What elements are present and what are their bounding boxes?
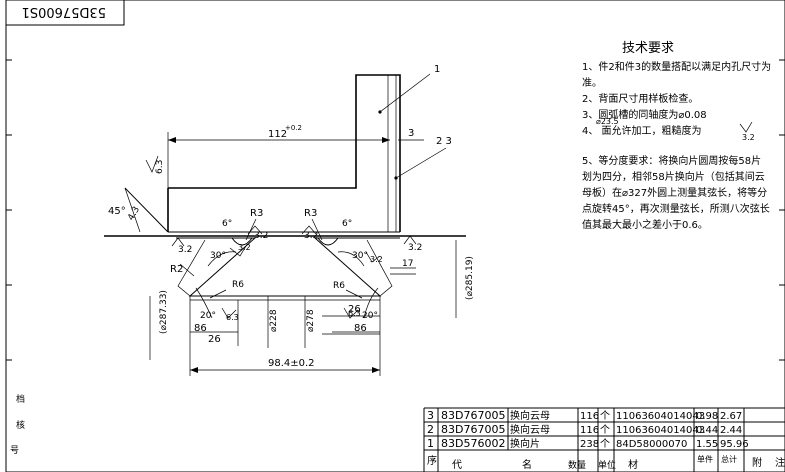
dim-112: 112 bbox=[268, 129, 287, 140]
tech-req-line-1: 1、件2和件3的数量搭配以满足内孔尺寸为 bbox=[582, 60, 771, 73]
ra-6-3-right: 6.3 bbox=[348, 309, 361, 318]
hdr-code: 代 bbox=[452, 459, 462, 471]
tech-req-line-5: 4、 面允许加工，粗糙度为 bbox=[582, 124, 702, 137]
row2-name: 换向云母 bbox=[510, 423, 550, 436]
angle-6-left: 6° bbox=[222, 219, 232, 229]
margin-label-1: 档 bbox=[16, 393, 25, 405]
row2-qty: 116 bbox=[580, 425, 599, 436]
dia-287-33: (⌀287.33) bbox=[159, 290, 169, 334]
tech-req-line-10: 值其最大最小之差小于0.6。 bbox=[582, 218, 708, 231]
drawing-border bbox=[5, 0, 785, 472]
row3-total-wt: 2.67 bbox=[720, 411, 742, 422]
row2-no: 2 bbox=[427, 423, 434, 436]
hdr-qty: 数量 bbox=[568, 459, 586, 471]
row3-unit-wt: 0.98 bbox=[696, 411, 718, 422]
tech-req-line-3: 2、背面尺寸用样板检查。 bbox=[582, 92, 698, 105]
title-block-box bbox=[5, 0, 125, 26]
hdr-no: 序 bbox=[427, 454, 437, 467]
row1-unit: 个 bbox=[600, 438, 610, 450]
row2-unit: 个 bbox=[600, 424, 610, 436]
ra-3-2-d: 3.2 bbox=[408, 243, 422, 253]
ra-3-2-f: 3.2 bbox=[370, 255, 383, 264]
leader-part-1 bbox=[379, 73, 431, 113]
angle-6-right: 6° bbox=[342, 219, 352, 229]
hdr-material: 材 bbox=[628, 458, 638, 471]
dim-26-left: 26 bbox=[208, 334, 221, 345]
row1-qty: 238 bbox=[580, 439, 599, 450]
parts-list-table bbox=[423, 407, 785, 472]
dim-overall: 98.4±0.2 bbox=[268, 358, 315, 369]
r3-right: R3 bbox=[304, 208, 317, 219]
row2-total-wt: 2.44 bbox=[720, 425, 742, 436]
dovetail-outline bbox=[176, 237, 400, 297]
ra-3-2-c: 3.2 bbox=[178, 245, 192, 255]
angle-30-left: 30° bbox=[210, 251, 226, 261]
hdr-note: 附 bbox=[752, 456, 762, 469]
ra-6-3-left: 6.3 bbox=[226, 313, 239, 322]
tech-req-line-7: 划为四分，相邻58片换向片（包括其间云 bbox=[582, 170, 765, 183]
tech-req-note-dia: ⌀23.5 bbox=[596, 117, 619, 126]
hdr-extra: 注 bbox=[775, 456, 785, 469]
r3-left: R3 bbox=[250, 208, 263, 219]
row1-unit-wt: 1.55 bbox=[696, 439, 718, 450]
row3-material: 11063604014043 bbox=[616, 411, 705, 422]
row2-unit-wt: 0.44 bbox=[696, 425, 718, 436]
row3-no: 3 bbox=[427, 409, 434, 422]
dim-112-tol: +0.2 bbox=[285, 124, 302, 132]
angle-30-right: 30° bbox=[352, 251, 368, 261]
tech-req-note-ra: 3.2 bbox=[742, 133, 755, 142]
commutator-bar-outline bbox=[168, 74, 401, 232]
ra-3-2-a: 3.2 bbox=[254, 231, 268, 241]
tech-req-line-2: 准。 bbox=[582, 77, 602, 89]
tech-req-line-9: 点旋转45°，再次测量弦长，所测八次弦长 bbox=[582, 202, 770, 215]
angle-20-left: 20° bbox=[200, 311, 216, 321]
dim-17: 17 bbox=[402, 259, 413, 269]
r6-left: R6 bbox=[232, 280, 244, 290]
dim-26-right: 26 bbox=[348, 304, 361, 315]
hdr-total-wt: 总计 bbox=[721, 454, 737, 464]
tech-req-heading: 技术要求 bbox=[622, 41, 674, 56]
ra-6-3-top: 6.3 bbox=[155, 160, 165, 174]
row2-code: 83D767005 bbox=[441, 423, 505, 436]
dim-86-right: 86 bbox=[354, 323, 367, 334]
row1-code: 83D576002 bbox=[441, 437, 505, 450]
r6-right: R6 bbox=[333, 281, 345, 291]
tech-req-line-4: 3、圆弧槽的同轴度为⌀0.08 bbox=[582, 108, 707, 121]
dia-278: ⌀278 bbox=[306, 309, 316, 332]
row3-unit: 个 bbox=[600, 410, 610, 422]
part-23-label: 2 3 bbox=[436, 136, 452, 147]
row1-no: 1 bbox=[427, 437, 434, 450]
row1-material: 84D58000070 bbox=[616, 439, 687, 450]
part-1-label: 1 bbox=[434, 64, 440, 75]
r2: R2 bbox=[170, 264, 183, 275]
row1-total-wt: 95.96 bbox=[720, 439, 749, 450]
part-3-label: 3 bbox=[408, 128, 414, 139]
leader-part-23 bbox=[395, 147, 447, 179]
chamfer-4-3: 4.3 bbox=[126, 205, 142, 222]
row3-name: 换向云母 bbox=[510, 409, 550, 422]
row1-name: 换向片 bbox=[510, 437, 540, 450]
ra-3-2-b: 3.2 bbox=[304, 231, 318, 241]
dia-228: ⌀228 bbox=[269, 309, 279, 332]
margin-label-3: 号 bbox=[10, 445, 19, 456]
hdr-unit-wt: 单件 bbox=[697, 454, 713, 464]
dia-285-19: (⌀285.19) bbox=[465, 256, 475, 300]
ra-3-2-e: 3.2 bbox=[238, 243, 251, 252]
drawing-number: 53D57600S1 bbox=[22, 4, 106, 19]
angle-45: 45° bbox=[108, 206, 126, 217]
row3-qty: 116 bbox=[580, 411, 599, 422]
margin-label-2: 核 bbox=[16, 419, 25, 431]
tech-req-line-8: 母板）在⌀327外圆上测量其弦长，将等分 bbox=[582, 186, 767, 199]
hdr-unit: 单位 bbox=[598, 459, 616, 471]
dim-86-left: 86 bbox=[194, 323, 207, 334]
hdr-name: 名 bbox=[522, 458, 532, 471]
row2-material: 11063604014043 bbox=[616, 425, 705, 436]
row3-code: 83D767005 bbox=[441, 409, 505, 422]
tech-req-line-6: 5、等分度要求：将换向片圆周按每58片 bbox=[582, 154, 761, 167]
